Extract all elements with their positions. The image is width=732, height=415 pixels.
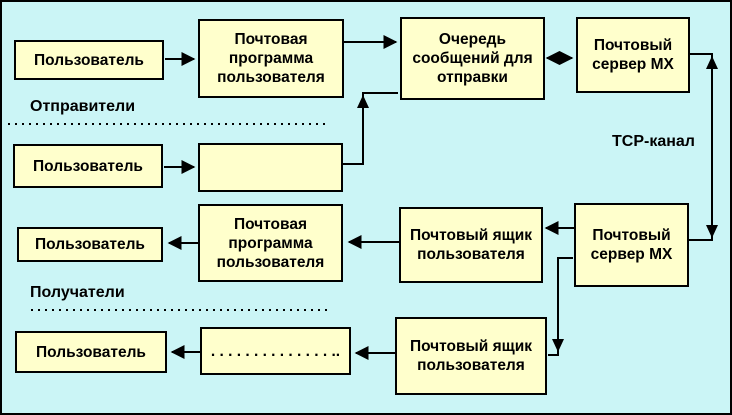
node-label: Почтовый сервер MX [592, 37, 674, 73]
node-mx-server-top: Почтовый сервер MX [576, 17, 690, 93]
node-label: Пользователь [35, 236, 145, 253]
arrowhead-down-icon [706, 225, 718, 238]
node-label: Пользователь [33, 157, 143, 175]
recipients-section-label: Получатели [30, 284, 125, 301]
node-label: Почтовый ящик пользователя [409, 338, 533, 374]
node-outgoing-queue: Очередь сообщений для отправки [400, 17, 545, 100]
arrowhead-down-icon [552, 339, 564, 352]
arrowhead-up-icon [706, 56, 718, 69]
arrow-program2-to-queue [342, 92, 398, 165]
senders-section-label: Отправители [30, 98, 136, 115]
node-user-recipient-1: Пользователь [17, 227, 163, 262]
node-recipient-mail-program: Почтовая программа пользователя [198, 204, 343, 282]
arrowhead-up-icon [357, 95, 369, 108]
node-label: Пользователь [34, 51, 144, 69]
node-sender-mail-program: Почтовая программа пользователя [198, 19, 344, 98]
node-user-recipient-2: Пользователь [15, 331, 167, 373]
arrow-mx-to-mailbox2 [548, 257, 573, 356]
node-label: . . . . . . . . . . . . . . .. [210, 342, 341, 360]
node-label: Почтовый ящик пользователя [409, 227, 533, 263]
node-label: Почтовая программа пользователя [216, 215, 325, 271]
node-label: Очередь сообщений для отправки [412, 31, 533, 86]
node-mx-server-bottom: Почтовый сервер MX [574, 203, 689, 287]
recipients-divider [31, 309, 329, 311]
node-user-sender-2: Пользователь [13, 144, 163, 188]
node-sender-mail-program-2 [198, 143, 343, 192]
node-label: Почтовая программа пользователя [217, 31, 325, 86]
senders-divider [8, 123, 330, 125]
node-mailbox-placeholder: . . . . . . . . . . . . . . .. [200, 327, 351, 375]
node-mailbox-1: Почтовый ящик пользователя [399, 207, 543, 283]
node-label: Пользователь [36, 343, 146, 361]
node-label: Почтовый сервер MX [590, 227, 673, 263]
node-user-sender-1: Пользователь [14, 40, 164, 80]
node-mailbox-2: Почтовый ящик пользователя [395, 317, 547, 395]
tcp-channel-label: TCP-канал [612, 133, 695, 150]
